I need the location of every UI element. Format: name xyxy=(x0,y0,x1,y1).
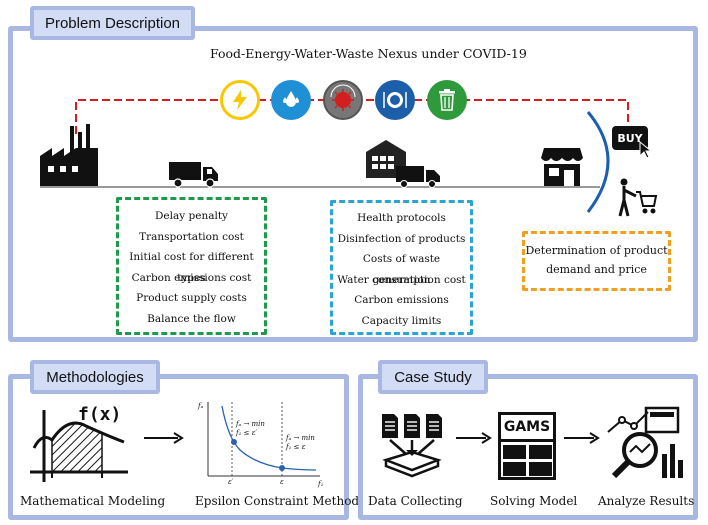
chart-y-axis-label: fₐ xyxy=(198,402,204,410)
list-item: Balance the flow xyxy=(147,312,236,325)
supply-chain-costs-box: Delay penalty Transportation cost Initia… xyxy=(116,197,267,335)
chart-x-axis-label: f₁ xyxy=(318,480,324,488)
methodologies-tab: Methodologies xyxy=(30,360,160,394)
list-item: Delay penalty xyxy=(155,210,228,222)
chart-note1-line1: fₐ → min xyxy=(236,420,265,428)
waste-icon xyxy=(427,80,467,120)
water-icon xyxy=(271,80,311,120)
list-item: Carbon emissions xyxy=(354,294,449,306)
demand-price-line2: demand and price xyxy=(546,263,647,276)
list-item: Capacity limits xyxy=(361,314,442,327)
covid-constraints-box: Health protocols Disinfection of product… xyxy=(330,200,473,335)
right-arrow-icon xyxy=(144,432,184,444)
chart-tick-epsilon-prime: ε′ xyxy=(228,478,234,486)
nexus-title: Food-Energy-Water-Waste Nexus under COVI… xyxy=(210,46,527,61)
list-item: Water consumption cost xyxy=(337,273,466,286)
food-icon xyxy=(375,80,415,120)
chart-note1-line2: f₁ ≤ ε′ xyxy=(236,429,258,437)
chart-note2-line1: fₐ → min xyxy=(286,434,315,442)
data-collecting-caption: Data Collecting xyxy=(368,494,463,508)
function-plot-icon xyxy=(30,410,128,482)
gams-solver-icon: GAMS xyxy=(498,412,556,480)
case-study-tab: Case Study xyxy=(378,360,488,394)
covid-icon xyxy=(323,80,363,120)
analyze-results-icon xyxy=(607,406,683,479)
chart-tick-epsilon: ε xyxy=(280,478,284,486)
chart-note2-line2: f₁ ≤ ε xyxy=(286,443,306,451)
list-item: Carbon emissions cost xyxy=(131,271,252,284)
list-item: Transportation cost xyxy=(139,230,244,243)
list-item: Disinfection of products xyxy=(337,232,466,245)
truck-icon xyxy=(169,162,218,188)
factory-icon xyxy=(40,124,98,186)
demand-price-line1: Determination of product xyxy=(525,244,668,257)
solving-model-caption: Solving Model xyxy=(490,494,578,508)
problem-description-panel xyxy=(8,26,698,342)
cursor-icon xyxy=(639,140,653,159)
buy-badge: BUY xyxy=(612,126,648,150)
problem-description-tab: Problem Description xyxy=(30,6,195,40)
list-item: Costs of waste generation xyxy=(362,253,441,286)
epsilon-chart xyxy=(207,402,320,477)
analyze-results-caption: Analyze Results xyxy=(598,494,695,508)
data-collecting-icon xyxy=(382,414,442,478)
fx-label: f(x) xyxy=(78,404,122,425)
demand-price-box: Determination of product demand and pric… xyxy=(522,231,671,291)
mathematical-modeling-caption: Mathematical Modeling xyxy=(20,494,166,508)
list-item: Product supply costs xyxy=(136,292,247,304)
shopper-cart-icon xyxy=(618,178,658,217)
store-icon xyxy=(541,148,583,186)
right-arrow-icon xyxy=(564,432,600,444)
right-arrow-icon xyxy=(456,432,492,444)
epsilon-constraint-caption: Epsilon Constraint Method xyxy=(195,494,360,508)
warehouse-icon xyxy=(366,140,440,188)
list-item: Health protocols xyxy=(357,212,446,224)
list-item: Initial cost for different types xyxy=(129,251,254,284)
gams-label: GAMS xyxy=(501,415,553,442)
energy-icon xyxy=(220,80,260,120)
